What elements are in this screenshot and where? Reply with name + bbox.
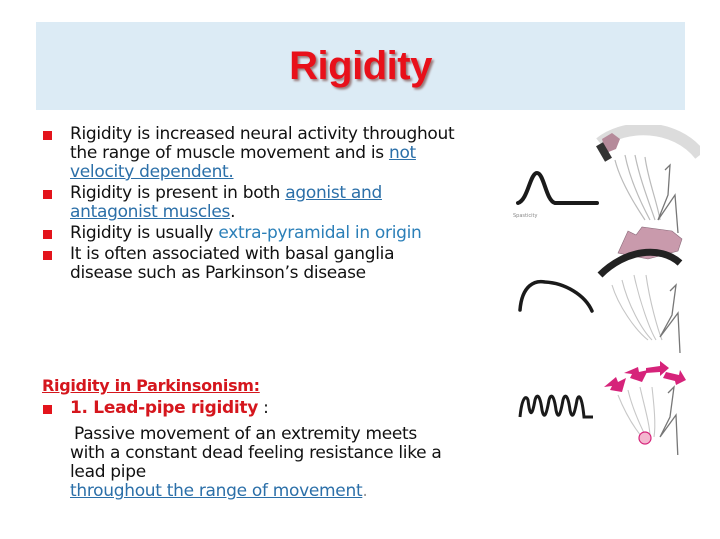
bullet-square-icon (43, 230, 52, 239)
lead-pipe-colon: : (258, 398, 269, 418)
bullet-item: Rigidity is present in both agonist and … (40, 184, 460, 222)
extra-pyramidal-highlight: extra-pyramidal in origin (218, 223, 422, 243)
title-band: Rigidity (36, 22, 685, 110)
lead-pipe-title: 1. Lead-pipe rigidity (70, 398, 258, 418)
bullet-item: Rigidity is increased neural activity th… (40, 125, 460, 182)
bullet-list: Rigidity is increased neural activity th… (40, 125, 460, 285)
agonist-antagonist-link[interactable]: agonist and antagonist muscles (70, 183, 382, 222)
lead-pipe-item: 1. Lead-pipe rigidity : (40, 399, 460, 420)
tone-illustrations-icon (516, 123, 705, 461)
not-velocity-dependent-link[interactable]: not velocity dependent. (70, 143, 416, 182)
bullet-text: Rigidity is usually (70, 223, 219, 243)
spasticity-figure (516, 123, 705, 234)
bullet-item: It is often associated with basal gangli… (40, 245, 460, 283)
figures-panel: Spasticity (500, 123, 705, 461)
bullet-item: Rigidity is usually extra-pyramidal in o… (40, 224, 460, 243)
lead-pipe-description: Passive movement of an extremity meets w… (70, 425, 450, 501)
trailing-period: . (362, 481, 368, 501)
bullet-square-icon (43, 251, 52, 260)
bullet-square-icon (43, 131, 52, 140)
description-text: Passive movement of an extremity meets w… (70, 424, 442, 482)
spasticity-label: Spasticity (513, 213, 538, 219)
range-of-movement-link[interactable]: throughout the range of movement (70, 481, 363, 501)
bullet-item: 1. Lead-pipe rigidity : (40, 399, 460, 418)
bullet-square-icon (43, 190, 52, 199)
slide-title: Rigidity (289, 44, 432, 88)
bullet-text: Rigidity is present in both (70, 183, 286, 203)
cogwheel-figure (518, 361, 686, 461)
rigidity-figure (518, 226, 683, 354)
bullet-text: Rigidity is increased neural activity th… (70, 124, 455, 163)
bullet-text-after: . (230, 202, 236, 222)
bullet-text: It is often associated with basal gangli… (70, 244, 395, 283)
parkinsonism-subheading: Rigidity in Parkinsonism: (42, 376, 260, 395)
bullet-square-icon (43, 405, 52, 414)
